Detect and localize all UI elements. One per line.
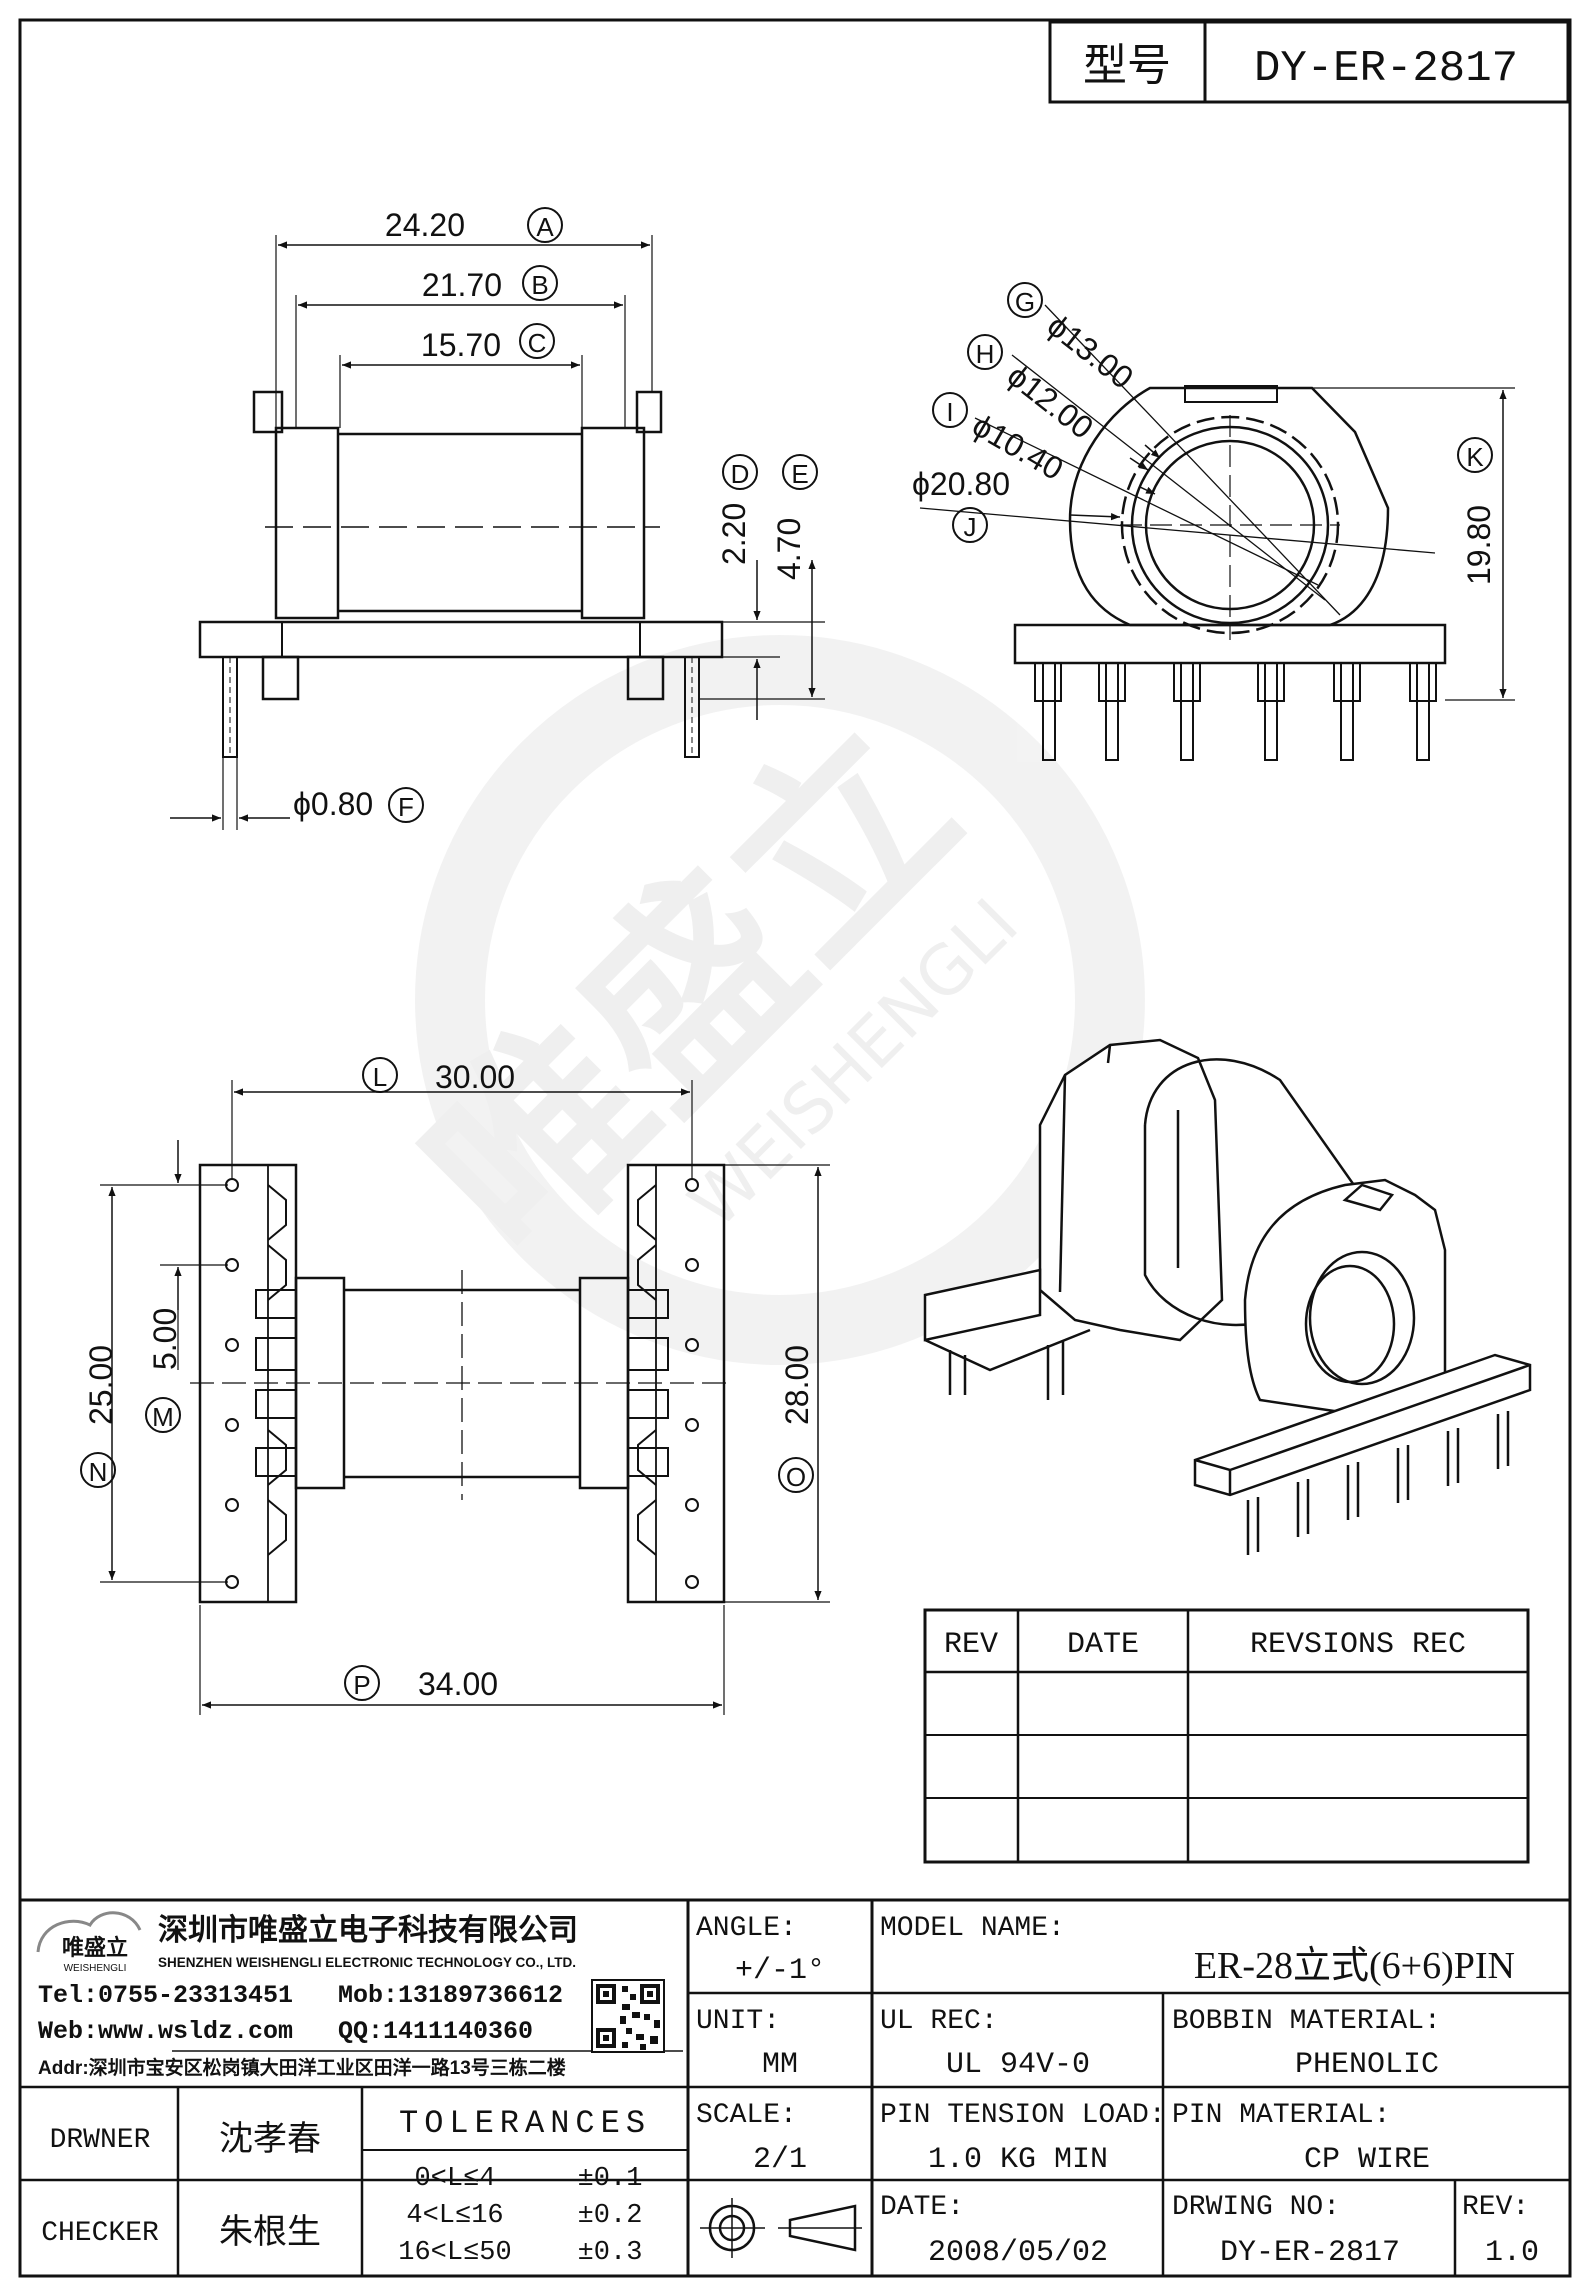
company-logo-sub: WEISHENGLI [64, 1963, 127, 1974]
dim-a-value: 24.20 [385, 207, 465, 243]
model-header: 型号 DY-ER-2817 [1048, 20, 1570, 104]
drawing-no-value: DY-ER-2817 [1220, 2236, 1400, 2270]
bobbin-material-value: PHENOLIC [1295, 2048, 1439, 2082]
company-name-en: SHENZHEN WEISHENGLI ELECTRONIC TECHNOLOG… [158, 1955, 576, 1970]
pin-material-label: PIN MATERIAL: [1172, 2100, 1390, 2131]
model-header-label: 型号 [1083, 41, 1171, 90]
pin-tension-label: PIN TENSION LOAD: [880, 2100, 1166, 2131]
revision-header-rev: REV [944, 1628, 998, 1662]
dim-c-tag: C [528, 328, 547, 358]
dim-m-tag: M [152, 1402, 174, 1432]
company-qq: QQ:1411140360 [338, 2017, 533, 2046]
dim-p-tag: P [353, 1670, 370, 1700]
dim-n-value: 25.00 [83, 1345, 119, 1425]
side-view: 24.20 A 21.70 B 15.70 C 2.20 4.70 D E [170, 207, 825, 830]
dim-c-value: 15.70 [421, 327, 501, 363]
tolerances-label: TOLERANCES [399, 2105, 651, 2142]
drawner-label: DRWNER [50, 2125, 151, 2156]
end-view: G ϕ13.00 H ϕ12.00 I ϕ10.40 ϕ20.80 J K 19… [912, 282, 1515, 761]
bottom-view-pins [225, 1178, 699, 1589]
dim-b-value: 21.70 [422, 267, 502, 303]
dim-m-value: 5.00 [147, 1308, 183, 1370]
dim-n-tag: N [89, 1457, 108, 1487]
revision-table: REV DATE REVSIONS REC [923, 1608, 1530, 1864]
dim-g-tag: G [1015, 287, 1035, 317]
projection-symbol-icon [700, 2198, 862, 2258]
dim-j-value: ϕ20.80 [912, 466, 1010, 502]
model-name-value: ER-28立式(6+6)PIN [1194, 1945, 1515, 1987]
dim-j-tag: J [964, 512, 977, 542]
watermark: 唯盛立 WEISHENGLI [382, 635, 1145, 1365]
dim-i-tag: I [946, 397, 953, 427]
unit-label: UNIT: [696, 2006, 780, 2037]
ul-rec-label: UL REC: [880, 2006, 998, 2037]
date-value: 2008/05/02 [928, 2236, 1108, 2270]
scale-label: SCALE: [696, 2100, 797, 2131]
angle-value: +/-1° [735, 1954, 825, 1988]
sheet-border [18, 18, 1572, 2278]
unit-value: MM [762, 2048, 798, 2082]
dim-p-value: 34.00 [418, 1666, 498, 1702]
dim-h-tag: H [976, 339, 995, 369]
tolerance-value-3: ±0.3 [578, 2238, 643, 2268]
drawing-no-label: DRWING NO: [1172, 2192, 1340, 2223]
title-block: 唯盛立 WEISHENGLI 深圳市唯盛立电子科技有限公司 SHENZHEN W… [20, 1898, 1570, 2276]
tolerance-value-1: ±0.1 [578, 2164, 643, 2194]
dim-e-value: 4.70 [771, 518, 807, 580]
dim-f-tag: F [398, 792, 414, 822]
company-mob: Mob:13189736612 [338, 1981, 563, 2010]
end-view-pins [1034, 662, 1437, 761]
dim-o-value: 28.00 [779, 1345, 815, 1425]
qr-code-icon [591, 1979, 665, 2053]
angle-label: ANGLE: [696, 1913, 797, 1944]
company-logo-text: 唯盛立 [62, 1935, 128, 1960]
tolerance-range-2: 4<L≤16 [406, 2201, 503, 2231]
company-tel: Tel:0755-23313451 [38, 1981, 293, 2010]
dim-a-tag: A [536, 212, 554, 242]
checker-label: CHECKER [41, 2218, 159, 2249]
date-label: DATE: [880, 2192, 964, 2223]
scale-value: 2/1 [753, 2143, 807, 2177]
tolerance-range-3: 16<L≤50 [398, 2238, 511, 2268]
dim-b-tag: B [531, 270, 548, 300]
company-logo: 唯盛立 WEISHENGLI [36, 1911, 142, 1974]
pin-tension-value: 1.0 KG MIN [928, 2143, 1108, 2177]
dim-l-tag: L [373, 1062, 387, 1092]
model-name-label: MODEL NAME: [880, 1913, 1065, 1944]
revision-header-date: DATE [1067, 1628, 1139, 1662]
tolerance-value-2: ±0.2 [578, 2201, 643, 2231]
ul-rec-value: UL 94V-0 [946, 2048, 1090, 2082]
iso-view [923, 1038, 1532, 1555]
dim-o-tag: O [786, 1462, 806, 1492]
rev-label: REV: [1462, 2192, 1529, 2223]
bobbin-material-label: BOBBIN MATERIAL: [1172, 2006, 1441, 2037]
dim-d-tag: D [731, 459, 750, 489]
company-name-cn: 深圳市唯盛立电子科技有限公司 [158, 1913, 578, 1947]
dim-d-value: 2.20 [716, 503, 752, 565]
dim-f-value: ϕ0.80 [293, 786, 373, 822]
dim-l-value: 30.00 [435, 1059, 515, 1095]
company-address: Addr:深圳市宝安区松岗镇大田洋工业区田洋一路13号三栋二楼 [38, 2056, 566, 2079]
dim-k-value: 19.80 [1461, 505, 1497, 585]
revision-header-rec: REVSIONS REC [1250, 1628, 1466, 1662]
model-header-code: DY-ER-2817 [1254, 44, 1518, 94]
bottom-view: L 30.00 25.00 N 5.00 M 28.00 O P 34.00 [80, 1057, 830, 1715]
rev-value: 1.0 [1485, 2236, 1539, 2270]
drawner-value: 沈孝春 [219, 2120, 321, 2158]
tolerance-range-1: 0<L≤4 [414, 2164, 495, 2194]
checker-value: 朱根生 [219, 2213, 321, 2251]
dim-k-tag: K [1466, 442, 1484, 472]
company-web: Web:www.wsldz.com [38, 2017, 293, 2046]
dim-e-tag: E [791, 459, 808, 489]
pin-material-value: CP WIRE [1304, 2143, 1430, 2177]
